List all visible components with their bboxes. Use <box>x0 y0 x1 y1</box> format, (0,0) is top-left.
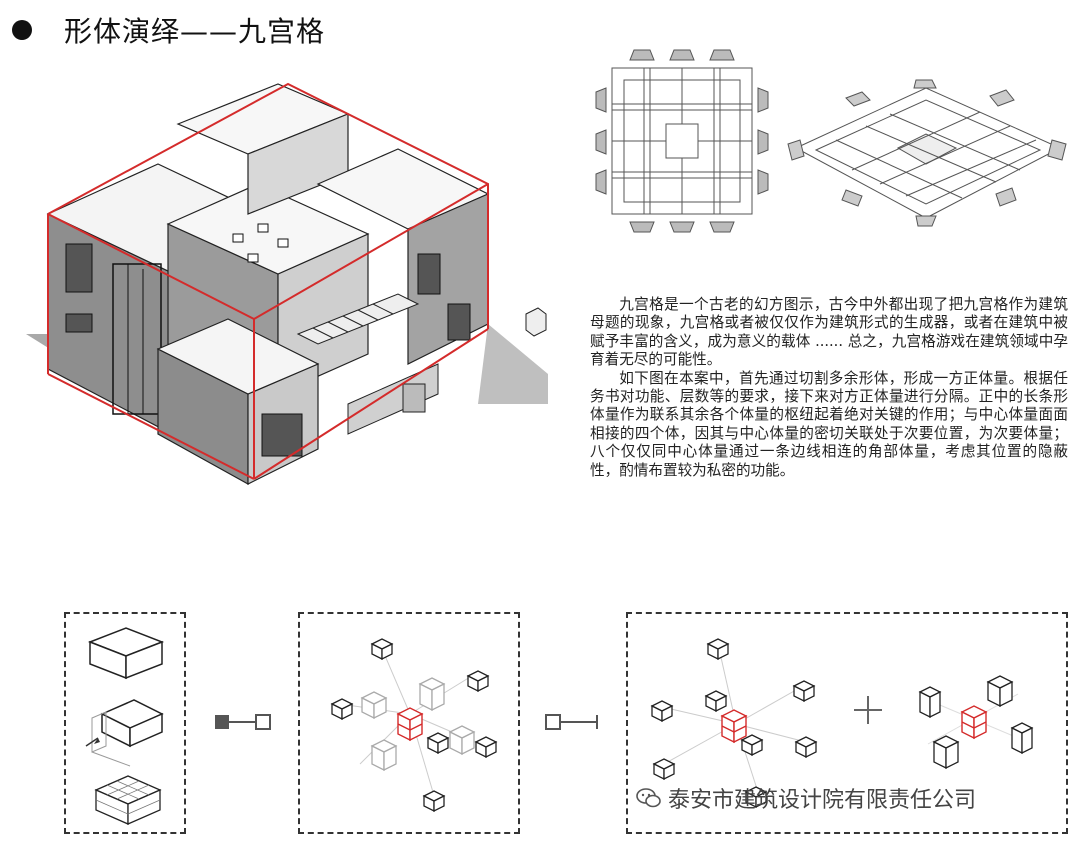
building-axonometric-illustration <box>26 82 548 486</box>
description-text: 九宫格是一个古老的幻方图示，古今中外都出现了把九宫格作为建筑母题的现象，九宫格或… <box>590 296 1068 480</box>
connector-filled-icon <box>215 714 271 730</box>
watermark: 泰安市建筑设计院有限责任公司 <box>636 782 976 814</box>
diagram-panel-2 <box>298 612 520 834</box>
bounding-cube <box>47 82 489 480</box>
skylight <box>232 233 244 243</box>
watermark-text: 泰安市建筑设计院有限责任公司 <box>668 788 977 813</box>
nine-square-palace-axonometric <box>787 79 1067 227</box>
skylight <box>257 223 269 233</box>
exploded-grid-diagram <box>330 638 498 813</box>
page-title: 形体演绎——九宫格 <box>64 15 326 48</box>
connector-open-icon <box>545 714 598 730</box>
garden-wall <box>347 363 439 435</box>
ground-shadow-right <box>478 324 548 404</box>
title-row: 形体演绎——九宫格 <box>12 10 325 50</box>
plus-icon <box>854 696 882 724</box>
diagram-panel-3 <box>626 612 1068 834</box>
diagram-panel-1 <box>64 612 186 834</box>
garage-door <box>261 413 303 457</box>
gatehouse <box>525 307 547 337</box>
window <box>65 243 93 293</box>
bullet-dot-icon <box>12 20 32 40</box>
window <box>417 253 441 295</box>
pergola <box>296 293 420 345</box>
brick-wall <box>402 383 426 413</box>
window <box>447 303 471 341</box>
glass-curtain <box>112 263 162 415</box>
front-block-top <box>156 318 320 395</box>
skylight <box>277 238 289 248</box>
window <box>65 313 93 333</box>
wechat-icon <box>636 788 661 808</box>
nine-square-palace-plan <box>595 49 769 233</box>
skylight <box>247 253 259 263</box>
volume-steps-diagram <box>85 627 165 825</box>
description-paragraph-2: 如下图在本案中，首先通过切割多余形体，形成一方正体量。根据任务书对功能、层数等的… <box>590 369 1068 479</box>
composition-diagram <box>650 638 1034 809</box>
description-paragraph-1: 九宫格是一个古老的幻方图示，古今中外都出现了把九宫格作为建筑母题的现象，九宫格或… <box>590 296 1068 369</box>
